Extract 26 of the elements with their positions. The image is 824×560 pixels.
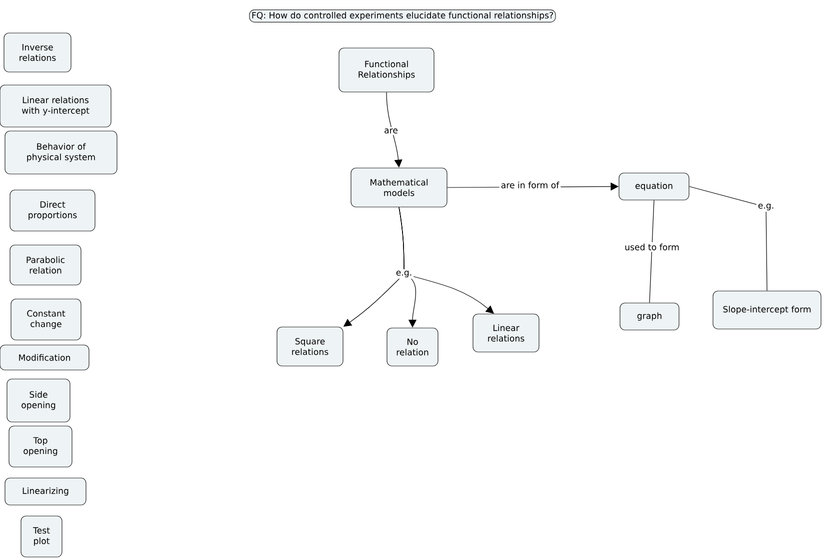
concept-box: Linearizing	[4, 478, 86, 506]
arrow	[398, 207, 494, 314]
concept-box: Linear relations with y-intercept	[0, 84, 112, 128]
concept-box: Side opening	[6, 378, 70, 422]
concept-box: Test plot	[20, 516, 62, 558]
concept-box: Constant change	[10, 298, 82, 340]
concept-box: graph	[620, 302, 680, 330]
concept-box: Linear relations	[472, 314, 540, 352]
concept-box: Inverse relations	[4, 32, 72, 72]
edge-label: used to form	[623, 242, 681, 252]
concept-box: Modification	[0, 344, 90, 370]
concept-box: Square relations	[276, 326, 344, 366]
concept-box: Direct proportions	[10, 190, 96, 232]
concept-box: Behavior of physical system	[4, 130, 118, 174]
concept-box: Parabolic relation	[10, 244, 82, 286]
edge-label: e.g.	[394, 269, 414, 279]
concept-box: No relation	[386, 328, 438, 366]
title-box: FQ: How do controlled experiments elucidate functional relationships?	[249, 10, 556, 22]
edge-label: are in form of	[499, 180, 561, 190]
concept-box: Mathematical models	[350, 168, 448, 208]
concept-box: Functional Relationships	[338, 48, 434, 92]
concept-box: Slope-intercept form	[712, 290, 822, 330]
edge-label: are	[382, 127, 400, 135]
concept-box: equation	[618, 172, 690, 200]
concept-box: Top opening	[8, 426, 72, 468]
edge-label: e.g.	[756, 202, 776, 212]
